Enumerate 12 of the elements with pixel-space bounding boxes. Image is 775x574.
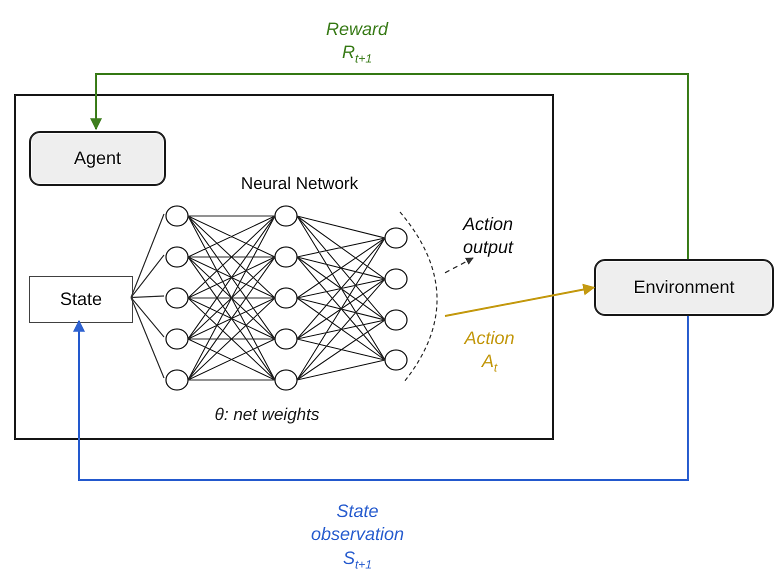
process-box: State	[29, 276, 133, 323]
rounded-box: Agent	[29, 131, 166, 186]
network-caption: θ: net weights	[214, 404, 320, 426]
annotation-text: Action output	[452, 212, 524, 260]
agent-frame	[14, 94, 554, 440]
rounded-box: Environment	[594, 259, 774, 316]
connector-lines	[130, 213, 165, 379]
arrow	[73, 316, 689, 481]
network-title: Neural Network	[240, 173, 360, 195]
arrow	[90, 73, 689, 259]
arrow	[444, 284, 596, 318]
arrow	[444, 257, 474, 274]
